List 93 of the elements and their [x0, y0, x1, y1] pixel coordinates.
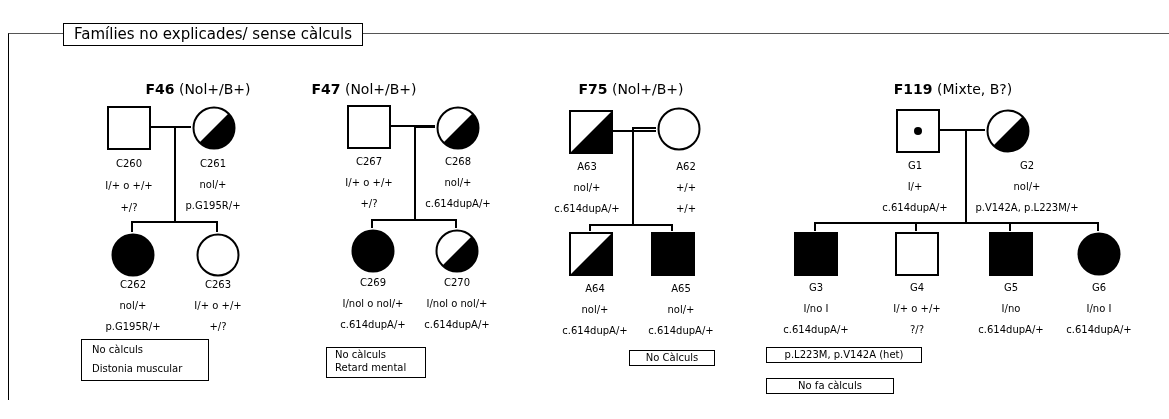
section-title: Famílies no explicades/ sense càlculs [63, 23, 364, 46]
unaffected-male-square [895, 232, 939, 276]
unaffected-female-circle [196, 233, 240, 277]
individual-id: G6 [1091, 282, 1107, 294]
individual-id: G4 [909, 282, 925, 294]
individual-id: C260 [115, 158, 143, 170]
genotype-label: c.614dupA/+ [425, 198, 491, 210]
genotype-label: I/nol o nol/+ [426, 298, 488, 310]
genotype-label: I/no I [803, 303, 829, 315]
genotype-label: I/nol o nol/+ [342, 298, 404, 310]
genotype-label: nol/+ [119, 300, 147, 312]
note-box [629, 350, 715, 366]
carrier-male-square [569, 232, 613, 276]
individual-id: G1 [907, 160, 923, 172]
carrier-male-square [569, 110, 613, 154]
family-heading: F47 (Nol+/B+) [311, 81, 417, 97]
genotype-label: +/+ [675, 203, 697, 215]
pedigree-line [414, 126, 457, 229]
carrier-male-square [896, 109, 940, 153]
genotype-label: ?/? [910, 324, 924, 336]
genotype-label: +/+ [675, 182, 697, 194]
individual-id: A65 [671, 283, 691, 295]
genotype-label: p.G195R/+ [105, 321, 161, 333]
carrier-female-circle [436, 106, 480, 150]
individual-id: G5 [1003, 282, 1019, 294]
genotype-label: c.614dupA/+ [978, 324, 1044, 336]
individual-id: C270 [443, 277, 471, 289]
genotype-label: nol/+ [667, 304, 695, 316]
carrier-female-circle [435, 229, 479, 273]
unaffected-male-square [107, 106, 151, 150]
note-box [81, 339, 209, 381]
genotype-label: I/+ o +/+ [345, 177, 393, 189]
unaffected-female-circle [657, 107, 701, 151]
genotype-label: c.614dupA/+ [1066, 324, 1132, 336]
note-text: Retard mental [335, 361, 408, 374]
family-heading: F75 (Nol+/B+) [578, 81, 684, 97]
genotype-label: c.614dupA/+ [554, 203, 620, 215]
individual-id: G3 [808, 282, 824, 294]
genotype-label: I/+ o +/+ [105, 180, 153, 192]
unaffected-male-square [347, 105, 391, 149]
genotype-label: I/+ o +/+ [194, 300, 242, 312]
individual-id: G2 [1019, 160, 1035, 172]
genotype-label: +/? [120, 202, 138, 214]
family-heading: F46 (Nol+/B+) [145, 81, 251, 97]
individual-id: C268 [444, 156, 472, 168]
genotype-label: nol/+ [444, 177, 472, 189]
genotype-label: c.614dupA/+ [648, 325, 714, 337]
affected-female-circle [111, 233, 155, 277]
genotype-label: I/no [1001, 303, 1021, 315]
individual-id: C263 [204, 279, 232, 291]
individual-id: C267 [355, 156, 383, 168]
genotype-label: +/? [209, 321, 227, 333]
genotype-label: nol/+ [581, 304, 609, 316]
note-text: p.L223M, p.V142A (het) [783, 348, 905, 362]
carrier-female-circle [986, 109, 1030, 153]
note-text: Distonia muscular [92, 362, 184, 376]
genotype-label: c.614dupA/+ [783, 324, 849, 336]
genotype-label: nol/+ [199, 179, 227, 191]
genotype-label: +/? [360, 198, 378, 210]
affected-male-square [651, 232, 695, 276]
carrier-female-circle [192, 106, 236, 150]
note-box [766, 378, 894, 394]
note-text: No càlculs [92, 343, 144, 357]
note-box [766, 347, 922, 363]
affected-male-square [794, 232, 838, 276]
genotype-label: nol/+ [1013, 181, 1041, 193]
genotype-label: I/+ [907, 181, 923, 193]
note-text: No Càlculs [644, 351, 700, 365]
individual-id: A64 [585, 283, 605, 295]
individual-id: C262 [119, 279, 147, 291]
affected-male-square [989, 232, 1033, 276]
pedigree-line [174, 126, 218, 233]
pedigree-line [632, 127, 673, 232]
genotype-label: c.614dupA/+ [562, 325, 628, 337]
note-box [326, 347, 426, 378]
genotype-label: p.G195R/+ [185, 200, 241, 212]
genotype-label: I/no I [1086, 303, 1112, 315]
individual-id: A62 [676, 161, 696, 173]
individual-id: A63 [577, 161, 597, 173]
genotype-label: p.V142A, p.L223M/+ [975, 202, 1079, 214]
affected-female-circle [1077, 232, 1121, 276]
individual-id: C261 [199, 158, 227, 170]
individual-id: C269 [359, 277, 387, 289]
note-text: No càlculs [335, 348, 387, 361]
pedigree-line [965, 129, 1099, 232]
genotype-label: c.614dupA/+ [340, 319, 406, 331]
affected-female-circle [351, 229, 395, 273]
genotype-label: I/+ o +/+ [893, 303, 941, 315]
genotype-label: nol/+ [573, 182, 601, 194]
note-text: No fa càlculs [797, 379, 863, 393]
family-heading: F119 (Mixte, B?) [893, 81, 1013, 97]
genotype-label: c.614dupA/+ [424, 319, 490, 331]
genotype-label: c.614dupA/+ [882, 202, 948, 214]
